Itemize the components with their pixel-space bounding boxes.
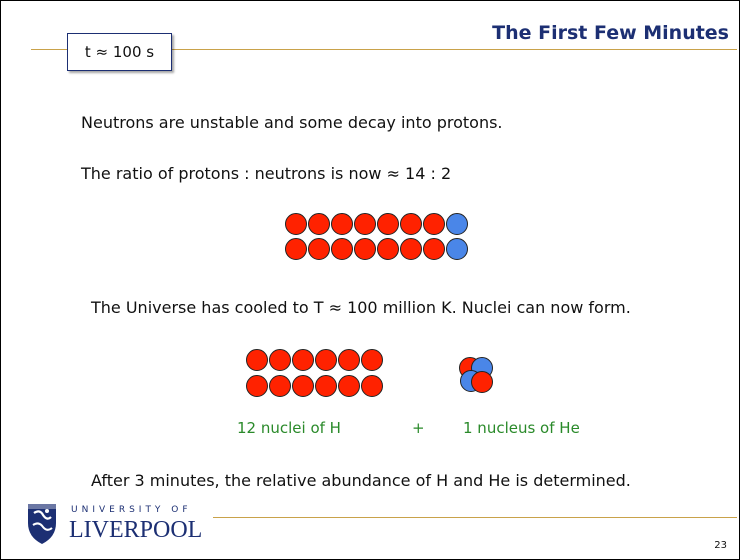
proton [315, 375, 337, 397]
proton [308, 213, 330, 235]
proton [331, 213, 353, 235]
text-abundance: After 3 minutes, the relative abundance … [91, 471, 631, 490]
proton [377, 213, 399, 235]
text-universe-cooled: The Universe has cooled to T ≈ 100 milli… [91, 298, 631, 317]
proton [400, 238, 422, 260]
proton [361, 375, 383, 397]
proton [377, 238, 399, 260]
proton [246, 375, 268, 397]
time-label-box: t ≈ 100 s [67, 33, 172, 71]
neutron [446, 213, 468, 235]
page-number: 23 [714, 540, 727, 551]
helium-proton [471, 371, 493, 393]
proton [354, 238, 376, 260]
proton [269, 349, 291, 371]
proton [423, 238, 445, 260]
proton [246, 349, 268, 371]
proton [354, 213, 376, 235]
university-logo: UNIVERSITY OF LIVERPOOL [25, 501, 215, 551]
proton [292, 349, 314, 371]
proton [269, 375, 291, 397]
logo-university-text: UNIVERSITY OF [71, 505, 192, 515]
time-label: t ≈ 100 s [84, 43, 155, 61]
footer-rule [213, 517, 737, 518]
header-rule-left [31, 49, 67, 50]
proton [338, 349, 360, 371]
proton [400, 213, 422, 235]
proton [361, 349, 383, 371]
proton [292, 375, 314, 397]
neutron [446, 238, 468, 260]
proton [338, 375, 360, 397]
liverpool-crest-icon [28, 504, 56, 544]
caption-helium: 1 nucleus of He [463, 419, 580, 437]
caption-plus: + [412, 419, 425, 437]
proton [423, 213, 445, 235]
text-ratio: The ratio of protons : neutrons is now ≈… [81, 164, 452, 183]
logo-name-text: LIVERPOOL [69, 517, 203, 543]
proton [331, 238, 353, 260]
caption-hydrogen: 12 nuclei of H [237, 419, 341, 437]
proton [285, 213, 307, 235]
slide-title: The First Few Minutes [492, 22, 729, 44]
proton [308, 238, 330, 260]
proton [285, 238, 307, 260]
header-rule-right [171, 49, 737, 50]
proton [315, 349, 337, 371]
text-neutron-decay: Neutrons are unstable and some decay int… [81, 113, 503, 132]
